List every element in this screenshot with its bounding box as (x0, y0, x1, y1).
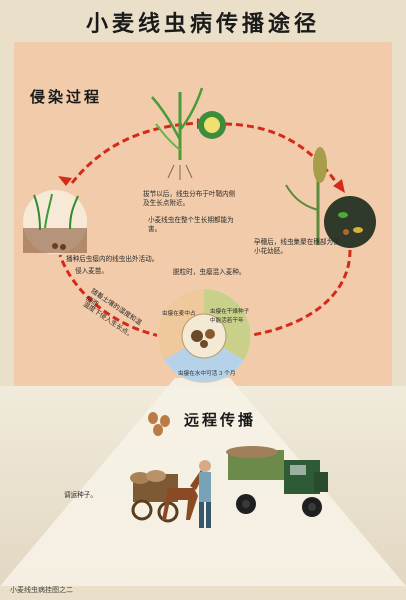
note-water: 虫瘿在水中可活 3 个月 (178, 371, 236, 377)
poster-footer: 小麦线虫病挂图之二 (10, 586, 73, 594)
section-infection-title: 侵染过程 (30, 88, 103, 106)
threshing-circle (157, 289, 251, 383)
section-spread-title: 远程传播 (184, 411, 257, 429)
heading-wheat-illustration (285, 147, 376, 248)
note-transport: 调运种子。 (64, 491, 97, 499)
jointing-wheat-illustration (151, 87, 226, 180)
note-threshing: 脱粒时，虫瘿混入麦种。 (173, 268, 246, 276)
poster-title: 小麦线虫病传播途径 (85, 11, 320, 37)
note-growth-period: 小麦线虫在整个生长期都能为害。 (148, 216, 234, 233)
cycle-arrows (58, 121, 352, 338)
note-after-sowing: 播种后虫瘿内的线虫出外活动。 (66, 255, 159, 263)
note-gall-share: 虫瘿在麦中占 (162, 311, 196, 317)
gall-seeds (148, 412, 170, 436)
note-jointing: 拔节以后，线虫分布于叶鞘内侧及生长点附近。 (143, 190, 236, 207)
note-dry-seed: 虫瘿在干燥种子中能活若干年 (210, 309, 250, 324)
farmer-illustration (199, 460, 211, 528)
seedling-illustration (23, 190, 87, 254)
truck-illustration (226, 446, 328, 517)
note-invade-seedling: 侵入麦苗。 (75, 267, 108, 275)
note-heading: 孕穗后，线虫集聚在穗部为害小花幼胚。 (254, 238, 340, 255)
